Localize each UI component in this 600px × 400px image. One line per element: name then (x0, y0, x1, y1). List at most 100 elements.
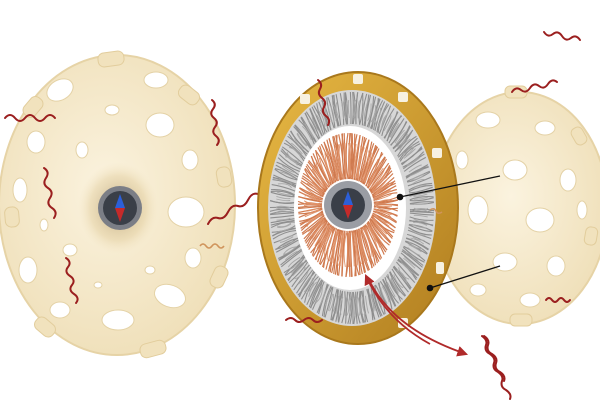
polymer-chain (383, 115, 392, 132)
polymer-chain (374, 189, 391, 199)
polymer-chain (339, 296, 344, 315)
polymer-chain (403, 148, 416, 159)
polymer-chain (379, 280, 393, 310)
polymer-chain (293, 266, 312, 291)
polymer-chain (303, 277, 314, 293)
grey-polymer-brush (269, 91, 435, 325)
polymer-chain (375, 210, 392, 220)
polymer-chain (359, 230, 368, 261)
released-peptide-strand (481, 335, 512, 400)
polymer-chain (301, 275, 312, 290)
polymer-chain (385, 275, 402, 302)
polymer-chain (364, 224, 383, 259)
polymer-chain (409, 190, 434, 197)
compass-needle-icon (115, 194, 125, 222)
polymer-chain (331, 103, 337, 122)
polymer-chain (359, 296, 364, 316)
polymer-chain (374, 184, 390, 197)
polymer-chain (326, 229, 336, 260)
polymer-chain (364, 227, 375, 256)
polymer-chain (413, 197, 428, 200)
polymer-chain (304, 207, 321, 212)
polymer-chain (407, 176, 432, 187)
pointer-line-shell (429, 265, 501, 289)
polymer-chain (274, 167, 298, 180)
polymer-chain (270, 190, 295, 197)
polymer-chain (348, 230, 351, 277)
peptide-strand (65, 257, 79, 304)
polymer-chain (364, 156, 376, 184)
polymer-chain (306, 213, 322, 225)
release-arrows (364, 274, 469, 357)
polymer-chain (413, 214, 428, 218)
polymer-chain (372, 185, 397, 199)
polymer-chain (363, 102, 368, 120)
polymer-chain (372, 180, 396, 197)
polymer-chain (405, 237, 429, 251)
polymer-chain (283, 246, 297, 255)
polymer-chain (321, 154, 333, 183)
polymer-chain (358, 228, 369, 272)
polymer-chain (332, 231, 340, 264)
polymer-chain (331, 230, 339, 263)
polymer-chain (349, 297, 352, 317)
polymer-chain (362, 228, 373, 257)
polymer-chain (301, 214, 325, 234)
right-capsule-shell (431, 85, 600, 327)
polymer-chain (370, 169, 385, 190)
polymer-chain (373, 182, 390, 196)
compass-needle-icon (343, 191, 353, 219)
polymer-chain (393, 266, 412, 290)
polymer-chain (397, 137, 418, 158)
polymer-chain (270, 214, 295, 219)
polymer-chain (327, 149, 336, 181)
peptide-strand (210, 99, 220, 146)
polymer-chain (278, 154, 301, 170)
polymer-chain (270, 212, 295, 216)
polymer-chain (370, 216, 394, 238)
polymer-chain (386, 281, 396, 298)
peptide-strand (543, 31, 581, 41)
polymer-chain (367, 103, 372, 122)
polymer-chain (409, 208, 435, 213)
polymer-chain (368, 96, 377, 128)
polymer-chain (409, 212, 434, 216)
polymer-chain (352, 232, 357, 266)
right-peptide-strands (483, 31, 581, 382)
polymer-chain (318, 225, 330, 252)
polymer-chain (375, 208, 392, 216)
polymer-chain (272, 179, 297, 188)
polymer-chain (375, 204, 393, 207)
polymer-chain (405, 166, 429, 179)
polymer-chain (299, 187, 324, 200)
polymer-chain (279, 236, 294, 243)
polymer-chain (413, 193, 428, 197)
polymer-chain (369, 222, 383, 244)
polymer-chain (393, 274, 404, 289)
polymer-chain (359, 230, 367, 262)
polymer-chain (352, 291, 356, 325)
polymer-chain (351, 134, 358, 180)
polymer-chain (368, 164, 382, 187)
polymer-chain (300, 181, 324, 198)
polymer-chain (343, 92, 348, 125)
polymer-chain (316, 103, 328, 133)
polymer-chain (408, 184, 433, 193)
polymer-chain (381, 286, 390, 303)
polymer-chain (357, 297, 361, 316)
polymer-chain (369, 218, 391, 244)
polymer-chain (279, 235, 294, 242)
polymer-chain (285, 256, 306, 276)
polymer-chain (382, 278, 397, 307)
polymer-chain (362, 152, 372, 182)
polymer-chain (343, 232, 347, 267)
polymer-chain (392, 126, 411, 150)
polymer-chain (373, 192, 398, 202)
polymer-chain (303, 203, 321, 207)
polymer-chain (393, 265, 412, 289)
polymer-chain (341, 230, 346, 277)
polymer-chain (330, 289, 338, 321)
polymer-chain (309, 219, 325, 237)
polymer-chain (308, 220, 329, 250)
curved-arrow-icon (364, 274, 431, 345)
